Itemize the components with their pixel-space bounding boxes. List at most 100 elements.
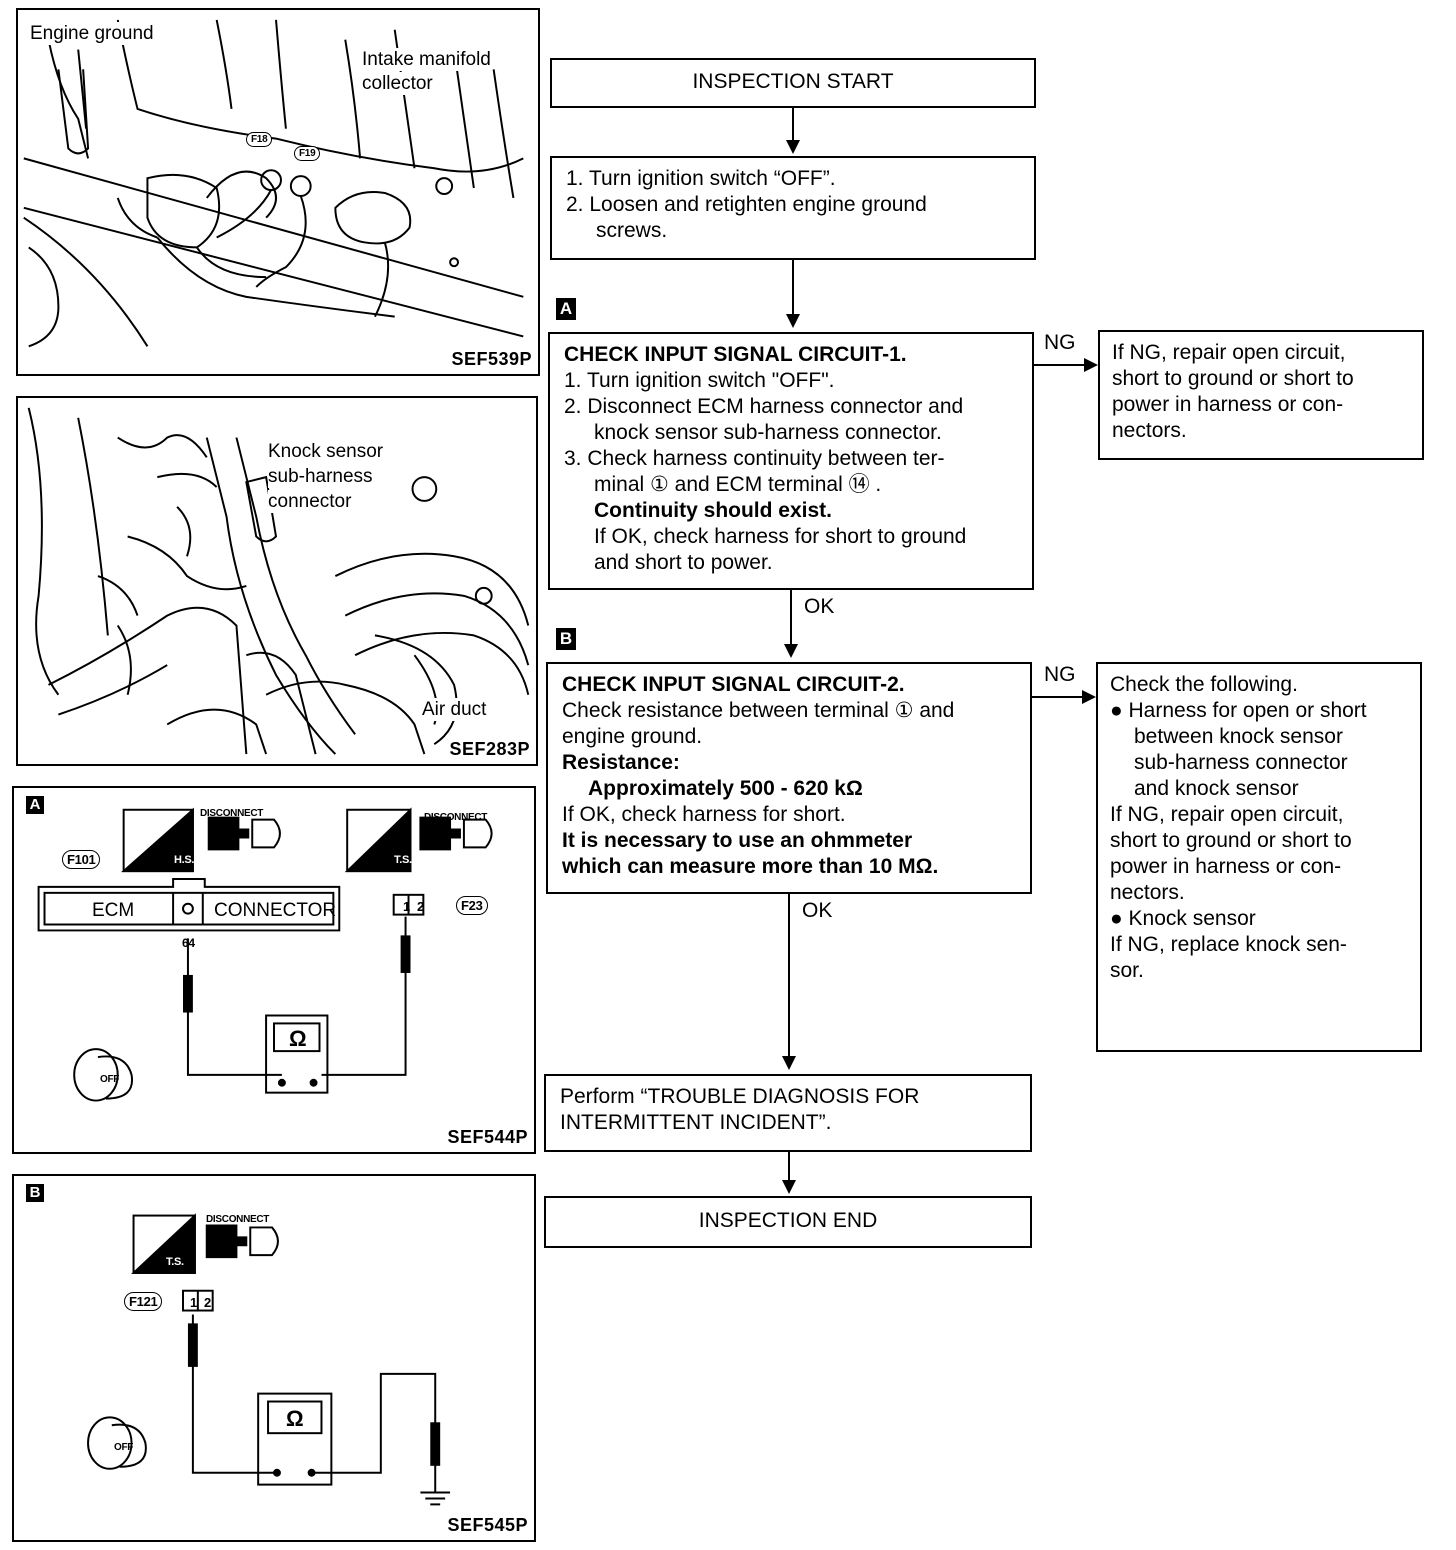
pin-2-label: 2 [417, 899, 424, 914]
figure-code: SEF283P [449, 739, 530, 759]
ng1-label: NG [1044, 331, 1076, 354]
pin-1-label: 1 [403, 899, 410, 914]
flow-tag-a: A [556, 298, 576, 320]
figure-engine-ground: Engine ground Intake manifold collector … [16, 8, 540, 376]
check-circuit-1-box: CHECK INPUT SIGNAL CIRCUIT-1. 1. Turn ig… [548, 332, 1034, 590]
arrow-right [1084, 358, 1098, 372]
arrow-down [782, 1056, 796, 1070]
perform-box: Perform “TROUBLE DIAGNOSIS FOR INTERMITT… [544, 1074, 1032, 1152]
check1-line3d: If OK, check harness for short to ground [594, 525, 967, 548]
ng1-line2: short to ground or short to [1112, 367, 1354, 390]
collector-label: collector [362, 72, 433, 95]
intake-manifold-label: Intake manifold [362, 48, 491, 71]
inspection-end-box: INSPECTION END [544, 1196, 1032, 1248]
perform-line2: INTERMITTENT INCIDENT”. [560, 1111, 832, 1134]
ohm-symbol: Ω [289, 1026, 307, 1051]
off-key-label: OFF [100, 1074, 120, 1085]
ok1-label: OK [804, 595, 835, 618]
ng1-line1: If NG, repair open circuit, [1112, 341, 1346, 364]
ng2-line11: If NG, replace knock sen- [1110, 933, 1347, 956]
figure-code: SEF544P [447, 1127, 528, 1147]
step-tag-b: B [26, 1184, 44, 1202]
inspection-end-text: INSPECTION END [698, 1209, 878, 1232]
disconnect-label-a2: DISCONNECT [424, 812, 488, 823]
arrow-down [782, 1180, 796, 1194]
ng2-line7: short to ground or short to [1110, 829, 1352, 852]
check1-line1: 1. Turn ignition switch "OFF". [564, 369, 835, 392]
check1-line3a: 3. Check harness continuity between ter- [564, 447, 945, 470]
figure-code: SEF539P [451, 349, 532, 369]
figure-check-b: B T.S. DISCONNECT F121 1 2 Ω OFF SEF545P [12, 1174, 536, 1542]
perform-line1: Perform “TROUBLE DIAGNOSIS FOR [560, 1085, 920, 1108]
arrow-down [786, 314, 800, 328]
ts-label-a: T.S. [394, 854, 412, 866]
ng2-line10: ● Knock sensor [1110, 907, 1256, 930]
connector-f19-label: F19 [294, 146, 321, 161]
connector-text: CONNECTOR [214, 900, 337, 921]
figure-code: SEF545P [447, 1515, 528, 1535]
engine-ground-illustration [23, 19, 524, 348]
ng1-box: If NG, repair open circuit, short to gro… [1098, 330, 1424, 460]
ng2-line8: power in harness or con- [1110, 855, 1342, 878]
ts-label-b: T.S. [166, 1256, 184, 1268]
ok2-label: OK [802, 899, 833, 922]
check1-line3c: Continuity should exist. [594, 499, 833, 522]
disconnect-label-b: DISCONNECT [206, 1214, 270, 1225]
ecm-label: ECM [92, 900, 135, 921]
check2-line7: which can measure more than 10 MΩ. [562, 855, 939, 878]
ng2-line6: If NG, repair open circuit, [1110, 803, 1344, 826]
step1-line1: 1. Turn ignition switch “OFF”. [566, 167, 836, 190]
check-circuit-2-box: CHECK INPUT SIGNAL CIRCUIT-2. Check resi… [546, 662, 1032, 894]
step1-line3: screws. [596, 219, 668, 242]
air-duct-label: Air duct [422, 698, 487, 721]
knock-sensor-label: Knock sensor [268, 440, 384, 463]
step-tag-a: A [26, 796, 44, 814]
ng2-line9: nectors. [1110, 881, 1185, 904]
circuit-a-diagram [37, 807, 493, 1102]
check2-line1: Check resistance between terminal ① and [562, 699, 955, 722]
ng2-line4: sub-harness connector [1134, 751, 1348, 774]
ng1-line3: power in harness or con- [1112, 393, 1344, 416]
check1-line2a: 2. Disconnect ECM harness connector and [564, 395, 964, 418]
check1-line3b: minal ① and ECM terminal ⑭ . [594, 473, 882, 496]
inspection-start-box: INSPECTION START [550, 58, 1036, 108]
check1-line3e: and short to power. [594, 551, 773, 574]
check2-line4: Approximately 500 - 620 kΩ [588, 777, 863, 800]
ng2-box: Check the following. ● Harness for open … [1096, 662, 1422, 1052]
flow-tag-b: B [556, 628, 576, 650]
step1-box: 1. Turn ignition switch “OFF”. 2. Loosen… [550, 156, 1036, 260]
check1-title: CHECK INPUT SIGNAL CIRCUIT-1. [564, 343, 907, 366]
pin-1-label-b: 1 [190, 1295, 197, 1310]
connector-label: connector [268, 490, 352, 513]
ng1-line4: nectors. [1112, 419, 1187, 442]
ng2-line12: sor. [1110, 959, 1144, 982]
hs-label: H.S. [174, 854, 195, 866]
connector-f121-label: F121 [124, 1292, 163, 1311]
arrow-right [1082, 690, 1096, 704]
inspection-start-text: INSPECTION START [692, 70, 894, 93]
disconnect-label-a1: DISCONNECT [200, 808, 264, 819]
sub-harness-label: sub-harness [268, 465, 373, 488]
connector-f18-label: F18 [246, 132, 273, 147]
ng2-line2: ● Harness for open or short [1110, 699, 1367, 722]
figure-knock-sensor: Knock sensor sub-harness connector Air d… [16, 396, 538, 766]
terminal-64-label: 64 [182, 936, 195, 950]
step1-line2: 2. Loosen and retighten engine ground [566, 193, 927, 216]
ng2-label: NG [1044, 663, 1076, 686]
circuit-b-diagram [87, 1213, 451, 1506]
check2-line5: If OK, check harness for short. [562, 803, 846, 826]
connector-f23-label: F23 [456, 896, 488, 915]
check2-line3: Resistance: [562, 751, 680, 774]
pin-2-label-b: 2 [204, 1295, 211, 1310]
ng2-line5: and knock sensor [1134, 777, 1299, 800]
check2-line6: It is necessary to use an ohmmeter [562, 829, 913, 852]
off-key-label-b: OFF [114, 1442, 134, 1453]
engine-ground-label: Engine ground [30, 22, 154, 45]
ng2-line3: between knock sensor [1134, 725, 1343, 748]
arrow-down [784, 644, 798, 658]
ohm-symbol-b: Ω [286, 1406, 304, 1431]
check2-line2: engine ground. [562, 725, 703, 748]
ng2-line1: Check the following. [1110, 673, 1298, 696]
check1-line2b: knock sensor sub-harness connector. [594, 421, 942, 444]
arrow-down [786, 140, 800, 154]
